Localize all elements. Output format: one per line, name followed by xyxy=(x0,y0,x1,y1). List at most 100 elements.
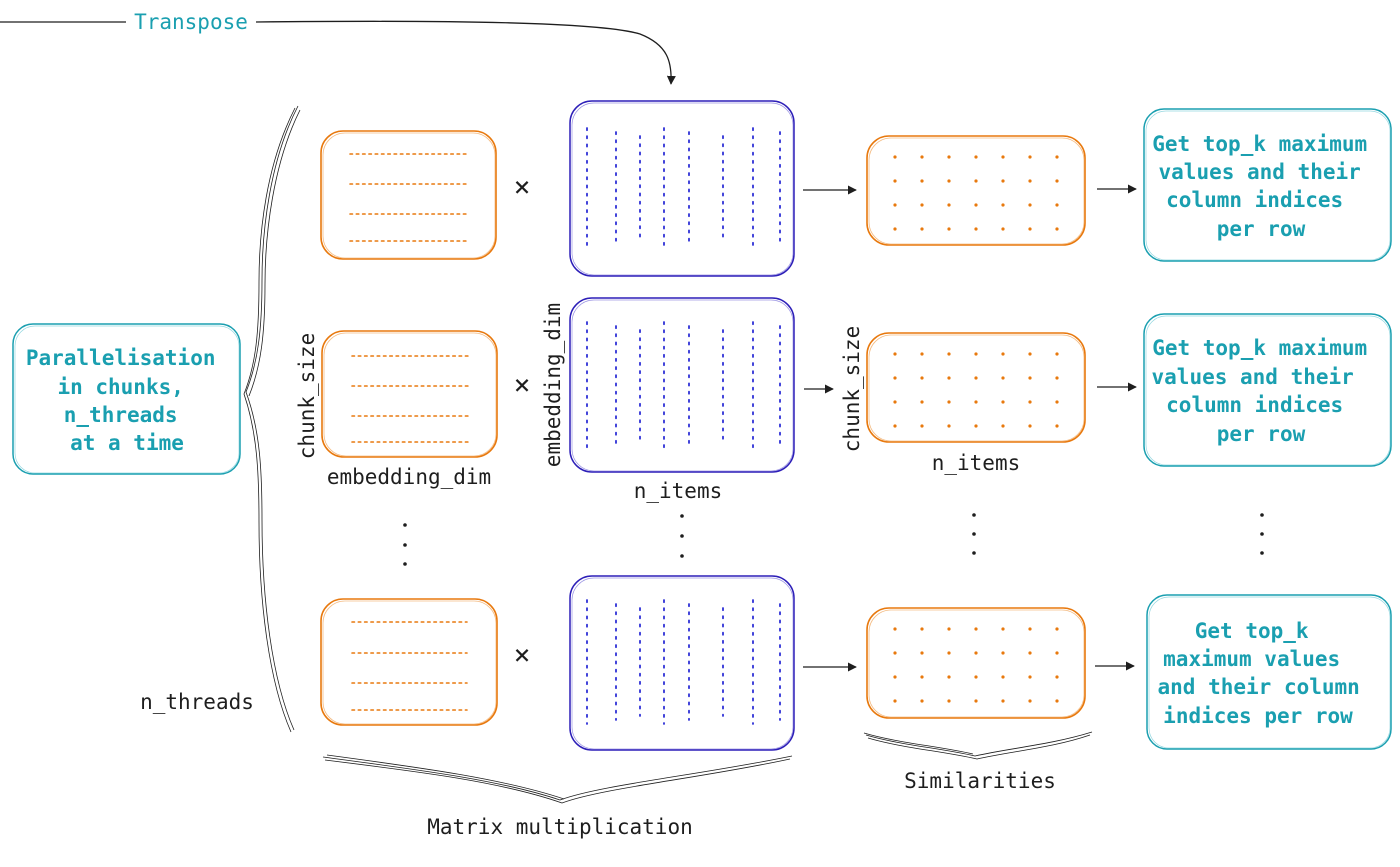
topk-2-line-2: values and their xyxy=(1152,365,1354,389)
parallelisation-box: Parallelisation in chunks, n_threads at … xyxy=(12,323,241,475)
row-3: × Get top_k maximum values and their col… xyxy=(320,575,1392,751)
similarity-cell-2 xyxy=(1055,424,1059,428)
row-2: chunk_size embedding_dim × embedding_dim… xyxy=(295,297,1392,503)
similarity-cell-2 xyxy=(893,400,897,404)
ellipsis-column-4 xyxy=(1260,513,1264,555)
topk-1-line-4: per row xyxy=(1217,217,1306,241)
similarities-brace xyxy=(863,731,1093,760)
similarity-matrix-1 xyxy=(866,135,1086,246)
transpose-arrow xyxy=(0,20,676,85)
similarity-cell-2 xyxy=(920,352,924,356)
embedding-chunk-matrix-3 xyxy=(320,598,498,726)
similarity-cell-1 xyxy=(974,227,978,231)
similarity-cell-1 xyxy=(893,179,897,183)
similarity-cell-2 xyxy=(974,352,978,356)
similarity-cell-1 xyxy=(1028,203,1032,207)
parallel-line-4: at a time xyxy=(70,431,184,455)
topk-3-line-1: Get top_k xyxy=(1195,619,1309,643)
similarity-cell-2 xyxy=(1028,424,1032,428)
similarity-cell-3 xyxy=(1028,627,1032,631)
similarity-cell-2 xyxy=(893,352,897,356)
similarity-cell-3 xyxy=(893,627,897,631)
similarity-cell-2 xyxy=(920,424,924,428)
topk-1-line-1: Get top_k maximum xyxy=(1152,132,1367,156)
similarity-cell-3 xyxy=(920,627,924,631)
similarity-cell-3 xyxy=(1055,651,1059,655)
n-items-label-2: n_items xyxy=(932,451,1021,475)
similarity-cell-3 xyxy=(947,651,951,655)
svg-text:Get top_k maximum valu: Get top_k maximum values and their colum… xyxy=(1152,336,1380,446)
similarity-cell-2 xyxy=(974,424,978,428)
similarity-cell-2 xyxy=(893,376,897,380)
similarity-cell-1 xyxy=(893,155,897,159)
n-threads-label: n_threads xyxy=(140,690,254,714)
similarity-cell-2 xyxy=(1001,352,1005,356)
similarity-cell-2 xyxy=(974,400,978,404)
similarities-label: Similarities xyxy=(904,769,1056,793)
similarity-cell-3 xyxy=(947,627,951,631)
similarity-cell-1 xyxy=(947,179,951,183)
similarity-cell-1 xyxy=(1001,227,1005,231)
similarity-cell-2 xyxy=(920,376,924,380)
similarity-cell-1 xyxy=(947,155,951,159)
similarity-cell-1 xyxy=(1028,179,1032,183)
topk-2-line-4: per row xyxy=(1217,422,1306,446)
similarity-cell-2 xyxy=(947,352,951,356)
similarity-cell-3 xyxy=(974,675,978,679)
similarity-cell-2 xyxy=(947,400,951,404)
similarity-cell-2 xyxy=(893,424,897,428)
topk-3-line-3: and their column xyxy=(1158,675,1360,699)
topk-box-3: Get top_k maximum values and their colum… xyxy=(1146,594,1392,750)
similarity-cell-2 xyxy=(1028,352,1032,356)
row-1: × Get top_k maximum values and their col… xyxy=(320,100,1392,277)
similarity-cell-1 xyxy=(1055,227,1059,231)
chunk-size-label-1: chunk_size xyxy=(295,333,319,459)
similarity-cell-2 xyxy=(1055,376,1059,380)
similarity-cell-1 xyxy=(1028,155,1032,159)
topk-box-2: Get top_k maximum values and their colum… xyxy=(1143,313,1392,467)
similarity-cell-3 xyxy=(1055,675,1059,679)
times-symbol-3: × xyxy=(514,638,531,671)
matrix-patterns xyxy=(349,127,1059,725)
similarity-cell-1 xyxy=(1055,155,1059,159)
similarity-cell-1 xyxy=(920,179,924,183)
similarity-cell-3 xyxy=(1028,699,1032,703)
similarity-cell-2 xyxy=(1001,424,1005,428)
similarity-cell-2 xyxy=(1001,400,1005,404)
similarity-cell-3 xyxy=(974,651,978,655)
similarity-cell-3 xyxy=(893,675,897,679)
ellipsis-column-3 xyxy=(972,513,976,555)
matrix-multiplication-brace xyxy=(322,754,793,804)
ellipsis-column-1 xyxy=(403,523,407,566)
svg-text:Get top_k maximum valu: Get top_k maximum values and their colum… xyxy=(1158,619,1373,728)
n-items-label-1: n_items xyxy=(634,479,723,503)
similarity-cell-1 xyxy=(1055,203,1059,207)
similarity-cell-1 xyxy=(1001,203,1005,207)
similarity-cell-1 xyxy=(1028,227,1032,231)
similarity-cell-2 xyxy=(1001,376,1005,380)
similarity-cell-1 xyxy=(974,179,978,183)
topk-box-1: Get top_k maximum values and their colum… xyxy=(1143,108,1392,262)
similarity-cell-2 xyxy=(1055,400,1059,404)
embedding-chunk-matrix-2 xyxy=(321,330,498,458)
similarity-cell-3 xyxy=(1001,627,1005,631)
similarity-cell-1 xyxy=(974,203,978,207)
similarity-cell-1 xyxy=(974,155,978,159)
svg-text:Get top_k maximum valu: Get top_k maximum values and their colum… xyxy=(1152,132,1380,241)
similarity-cell-3 xyxy=(1001,651,1005,655)
similarity-cell-1 xyxy=(1055,179,1059,183)
similarity-cell-1 xyxy=(1001,155,1005,159)
topk-1-line-3: column indices xyxy=(1166,188,1343,212)
similarity-cell-3 xyxy=(893,699,897,703)
similarity-cell-2 xyxy=(974,376,978,380)
similarity-cell-2 xyxy=(920,400,924,404)
similarity-cell-2 xyxy=(1028,376,1032,380)
similarity-cell-3 xyxy=(893,651,897,655)
topk-3-line-2: maximum values xyxy=(1163,647,1340,671)
similarity-cell-1 xyxy=(947,203,951,207)
similarity-cell-1 xyxy=(920,203,924,207)
similarity-cell-3 xyxy=(1055,627,1059,631)
similarity-cell-2 xyxy=(1055,352,1059,356)
embedding-chunk-matrix-1 xyxy=(320,130,497,260)
